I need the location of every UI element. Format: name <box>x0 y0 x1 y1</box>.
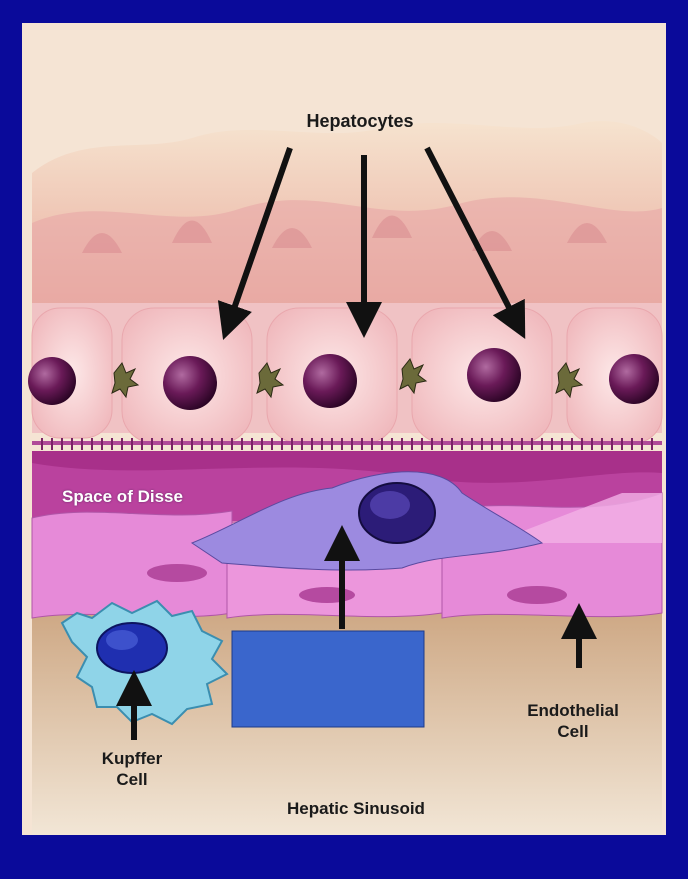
label-space-of-disse: Space of Disse <box>62 486 282 507</box>
label-hepatocytes: Hepatocytes <box>270 110 450 133</box>
label-endothelial-line2: Cell <box>488 721 658 742</box>
label-endothelial-line1: Endothelial <box>488 700 658 721</box>
label-kupffer-line1: Kupffer <box>72 748 192 769</box>
label-kupffer-cell: Kupffer Cell <box>72 748 192 791</box>
overlay-box <box>232 631 424 727</box>
label-hepatic-sinusoid: Hepatic Sinusoid <box>236 798 476 819</box>
label-kupffer-line2: Cell <box>72 769 192 790</box>
label-endothelial-cell: Endothelial Cell <box>488 700 658 743</box>
